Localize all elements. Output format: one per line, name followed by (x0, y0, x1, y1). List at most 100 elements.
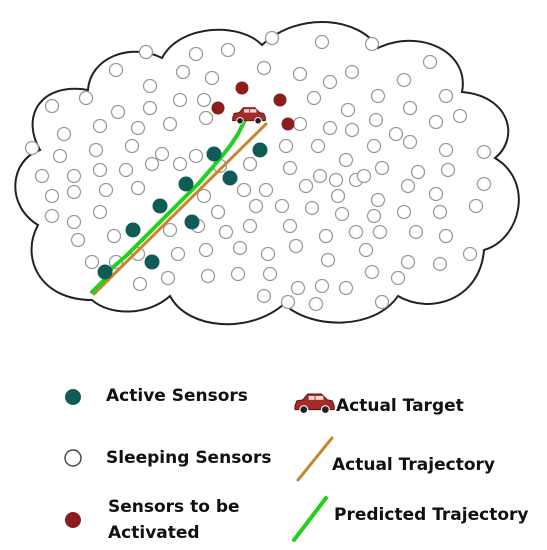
sleeping-sensor (170, 246, 186, 262)
sensor-to-activate (281, 117, 295, 131)
sleeping-sensor (98, 182, 114, 198)
predicted-trajectory-line (90, 116, 248, 294)
sleeping-sensor (422, 54, 438, 70)
sleeping-sensor (462, 246, 478, 262)
sleeping-sensor (198, 242, 214, 258)
sleeping-sensor (84, 254, 100, 270)
sleeping-sensor (172, 92, 188, 108)
sleeping-sensor (292, 116, 308, 132)
legend-actual-target-label: Actual Target (336, 396, 464, 416)
sleeping-sensor (290, 280, 306, 296)
sleeping-sensor (314, 278, 330, 294)
active-sensor (206, 146, 222, 162)
sleeping-sensor (106, 228, 122, 244)
sleeping-sensor (44, 188, 60, 204)
legend-actual-trajectory-label: Actual Trajectory (332, 455, 495, 475)
sleeping-sensor (322, 74, 338, 90)
sleeping-sensor (322, 120, 338, 136)
sleeping-sensor (390, 270, 406, 286)
sleeping-sensor (78, 90, 94, 106)
sleeping-sensor (124, 138, 140, 154)
sleeping-sensor (438, 228, 454, 244)
sleeping-sensor (372, 224, 388, 240)
sleeping-sensor (198, 110, 214, 126)
sleeping-sensor (256, 288, 272, 304)
sleeping-sensor (24, 140, 40, 156)
sleeping-sensor (374, 160, 390, 176)
sleeping-sensor (432, 256, 448, 272)
sleeping-sensor (282, 218, 298, 234)
sleeping-sensor (260, 246, 276, 262)
sleeping-sensor (318, 228, 334, 244)
sleeping-sensor (130, 246, 146, 262)
sleeping-sensor (408, 224, 424, 240)
sleeping-sensor (292, 66, 308, 82)
legend-sleeping-sensor-marker (64, 449, 82, 467)
sleeping-sensor (204, 70, 220, 86)
sleeping-sensor (366, 208, 382, 224)
active-sensor (97, 264, 113, 280)
sleeping-sensor (348, 224, 364, 240)
sleeping-sensor (92, 118, 108, 134)
sleeping-sensor (476, 176, 492, 192)
sleeping-sensor (70, 232, 86, 248)
legend-predicted-trajectory-line (292, 496, 328, 542)
sleeping-sensor (452, 108, 468, 124)
legend-actual-trajectory-line (296, 436, 334, 482)
sleeping-sensor (92, 204, 108, 220)
sleeping-sensor (476, 144, 492, 160)
sleeping-sensor (188, 46, 204, 62)
sleeping-sensor (282, 160, 298, 176)
sleeping-sensor (118, 162, 134, 178)
sleeping-sensor (288, 238, 304, 254)
sleeping-sensor (258, 182, 274, 198)
sleeping-sensor (428, 114, 444, 130)
sleeping-sensor (230, 266, 246, 282)
legend-car-icon (294, 393, 335, 415)
legend-sensors-to-activate-label: Sensors to be Activated (108, 497, 240, 543)
sleeping-sensor (356, 168, 372, 184)
sleeping-sensor (144, 156, 160, 172)
sleeping-sensor (248, 198, 264, 214)
sleeping-sensor (358, 242, 374, 258)
sleeping-sensor (218, 224, 234, 240)
sleeping-sensor (280, 294, 296, 310)
sleeping-sensor (130, 120, 146, 136)
sleeping-sensor (278, 138, 294, 154)
sleeping-sensor (210, 204, 226, 220)
sleeping-sensor (388, 126, 404, 142)
sleeping-sensor (52, 148, 68, 164)
sleeping-sensor (396, 204, 412, 220)
sleeping-sensor (366, 138, 382, 154)
sleeping-sensor (264, 30, 280, 46)
legend-active-sensors-label: Active Sensors (106, 386, 248, 406)
sleeping-sensor (262, 266, 278, 282)
sleeping-sensor (66, 214, 82, 230)
sleeping-sensor (196, 188, 212, 204)
sleeping-sensor (220, 42, 236, 58)
sleeping-sensor (468, 198, 484, 214)
sleeping-sensor (438, 88, 454, 104)
sleeping-sensor (370, 88, 386, 104)
sleeping-sensor (308, 296, 324, 312)
sleeping-sensor (132, 276, 148, 292)
sleeping-sensor (374, 294, 390, 310)
actual-trajectory-line (92, 122, 268, 296)
sleeping-sensor (162, 222, 178, 238)
sleeping-sensor (328, 172, 344, 188)
sleeping-sensor (34, 168, 50, 184)
sleeping-sensor (364, 264, 380, 280)
sensor-to-activate (273, 93, 287, 107)
sleeping-sensor (256, 60, 272, 76)
legend-sleeping-sensors-label: Sleeping Sensors (106, 448, 272, 468)
active-sensor (184, 214, 200, 230)
active-sensor (152, 198, 168, 214)
sleeping-sensor (338, 152, 354, 168)
active-sensor (178, 176, 194, 192)
sleeping-sensor (330, 188, 346, 204)
sleeping-sensor (402, 100, 418, 116)
sleeping-sensor (142, 100, 158, 116)
sleeping-sensor (154, 146, 170, 162)
sleeping-sensor (188, 148, 204, 164)
sleeping-sensor (196, 92, 212, 108)
